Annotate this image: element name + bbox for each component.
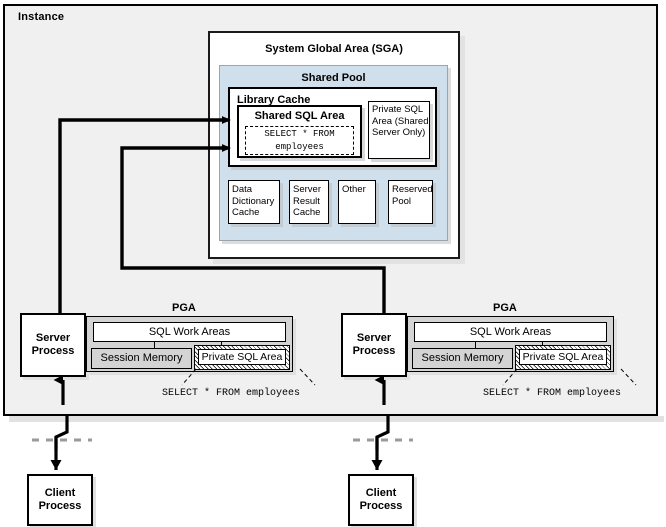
pga-divider [475, 342, 476, 348]
session-memory-2: Session Memory [412, 348, 513, 369]
pga-label-2: PGA [493, 302, 517, 314]
server-process-1: Server Process [20, 313, 86, 377]
session-memory-1: Session Memory [91, 348, 192, 369]
shared-sql-area-statement: SELECT * FROM employees [245, 126, 354, 155]
sql-work-areas-1: SQL Work Areas [93, 322, 286, 342]
private-sql-area-2: Private SQL Area [515, 345, 611, 370]
server-process-2: Server Process [341, 313, 407, 377]
shared-sql-area-title: Shared SQL Area [254, 110, 345, 122]
pool-cell-data-dictionary-cache: Data Dictionary Cache [228, 180, 280, 224]
private-sql-area-1: Private SQL Area [194, 345, 290, 370]
private-sql-area-shared-box: Private SQL Area (Shared Server Only) [368, 101, 430, 159]
client-process-2: Client Process [348, 474, 414, 526]
pga-container-1: SQL Work Areas Session Memory Private SQ… [86, 316, 293, 372]
arrowhead-client-2 [371, 460, 383, 470]
private-sql-area-label-2: Private SQL Area [519, 349, 607, 365]
arrowhead-client-1 [50, 460, 62, 470]
pool-cell-other: Other [338, 180, 376, 224]
client-process-1: Client Process [27, 474, 93, 526]
pga-container-2: SQL Work Areas Session Memory Private SQ… [407, 316, 614, 372]
private-sql-area-label-1: Private SQL Area [198, 349, 286, 365]
shared-pool-title: Shared Pool [301, 72, 366, 84]
pga-caption-1: SELECT * FROM employees [162, 388, 301, 399]
sga-title: System Global Area (SGA) [265, 43, 403, 55]
sql-work-areas-2: SQL Work Areas [414, 322, 607, 342]
pga-label-1: PGA [172, 302, 196, 314]
instance-label: Instance [18, 11, 65, 23]
pool-cell-server-result-cache: Server Result Cache [289, 180, 329, 224]
shared-sql-line-2: employees [275, 142, 324, 152]
pool-cell-reserved-pool: Reserved Pool [388, 180, 433, 224]
pga-caption-2: SELECT * FROM employees [483, 388, 622, 399]
instance-shadow [9, 416, 664, 422]
shared-sql-area-box: Shared SQL Area SELECT * FROM employees [237, 105, 362, 158]
library-cache-title: Library Cache [237, 94, 311, 106]
shared-sql-line-1: SELECT * FROM [264, 129, 335, 139]
pga-divider [154, 342, 155, 348]
